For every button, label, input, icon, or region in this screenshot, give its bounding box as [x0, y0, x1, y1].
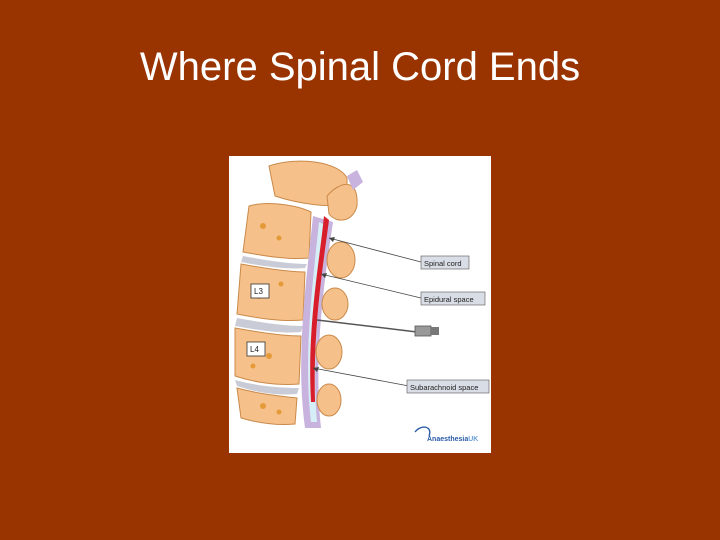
spinal-cord-shape	[310, 216, 329, 402]
laminae	[315, 241, 356, 417]
label-subarachnoid-space: Subarachnoid space	[410, 383, 478, 392]
anaesthesia-uk-logo: AnaesthesiaUK	[414, 426, 478, 443]
spinous-process	[268, 160, 363, 221]
spine-diagram: L3 L4 Spinal cord Epidural space Subarac…	[229, 156, 491, 453]
slide-title: Where Spinal Cord Ends	[139, 45, 581, 89]
epidural-needle	[316, 319, 439, 337]
vertebral-bodies	[234, 203, 312, 425]
svg-text:AnaesthesiaUK: AnaesthesiaUK	[427, 436, 478, 443]
label-spinal-cord: Spinal cord	[424, 259, 462, 268]
level-label-l4: L4	[250, 345, 259, 354]
label-epidural-space: Epidural space	[424, 295, 474, 304]
level-label-l3: L3	[254, 287, 263, 296]
